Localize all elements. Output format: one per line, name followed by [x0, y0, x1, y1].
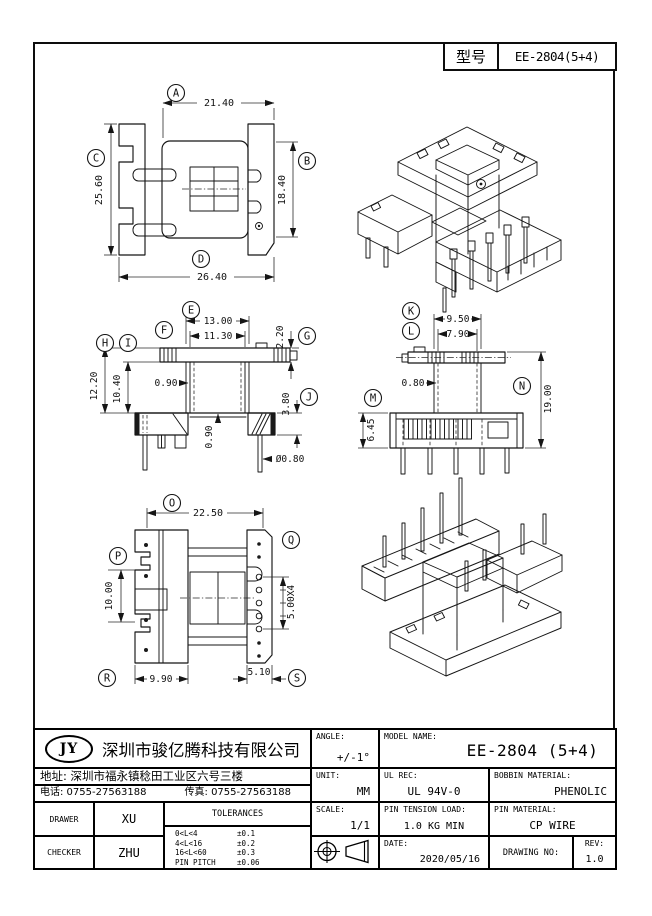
model-name-cell: MODEL NAME: EE-2804 (5+4): [380, 730, 615, 767]
dim-a: 21.40: [204, 98, 234, 109]
dim-e: 13.00: [204, 316, 233, 327]
svg-text:P: P: [115, 551, 121, 563]
svg-text:F: F: [161, 325, 167, 337]
balloon-k: K: [401, 301, 421, 321]
iso-view-lying: [361, 477, 563, 677]
dim-q: 5.00X4: [286, 585, 297, 620]
balloon-l: L: [401, 321, 421, 341]
phone-cell: 电话: 0755-27563188 传真: 0755-27563188: [35, 786, 310, 801]
drawing-no-cell: DRAWING NO:: [490, 837, 572, 868]
rev-cell: REV: 1.0: [574, 837, 615, 868]
dim-wall: 0.90: [155, 378, 178, 389]
dim-r: 9.90: [150, 674, 173, 685]
dim-i: 10.40: [112, 374, 123, 403]
dim-fwall: 0.80: [402, 378, 425, 389]
dim-l: 7.90: [447, 329, 470, 340]
pin-tension-cell: PIN TENSION LOAD:1.0 KG MIN: [380, 803, 488, 835]
model-number-label: 型号: [445, 44, 499, 69]
svg-text:C: C: [93, 153, 99, 165]
balloon-q: Q: [281, 530, 301, 550]
tolerances-body-cell: 0<L<4±0.1 4<L<16±0.2 16<L<60±0.3 PIN PIT…: [165, 827, 310, 868]
drawer-value-cell: XU: [95, 803, 163, 835]
svg-text:N: N: [519, 381, 525, 393]
ul-rec-cell: UL REC:UL 94V-0: [380, 769, 488, 801]
svg-text:Q: Q: [288, 535, 294, 547]
angle-cell: ANGLE:+/-1°: [312, 730, 378, 767]
company-logo: JY: [45, 734, 93, 763]
iso-view-standing: [357, 126, 562, 313]
balloon-e: E: [181, 300, 201, 320]
svg-text:A: A: [173, 88, 180, 100]
balloon-f: F: [154, 320, 174, 340]
title-block: JY 深圳市骏亿腾科技有限公司 地址: 深圳市福永镇稔田工业区六号三楼 电话: …: [33, 728, 617, 870]
balloon-s: S: [287, 668, 307, 688]
dim-f: 11.30: [204, 331, 233, 342]
model-name-value: EE-2804 (5+4): [466, 741, 599, 760]
top-view: 21.40 25.60 18.40 26.40 A B C D: [86, 83, 317, 283]
balloon-a: A: [166, 83, 186, 103]
balloon-p: P: [108, 546, 128, 566]
dim-n: 19.00: [543, 384, 554, 413]
svg-text:R: R: [104, 673, 111, 685]
balloon-n: N: [512, 376, 532, 396]
company-cell: JY 深圳市骏亿腾科技有限公司: [35, 730, 310, 767]
balloon-j: J: [299, 387, 319, 407]
balloon-d: D: [191, 249, 211, 269]
svg-text:K: K: [408, 306, 415, 318]
svg-text:J: J: [306, 392, 312, 404]
dim-h: 12.20: [89, 371, 100, 400]
dim-k: 9.50: [447, 314, 470, 325]
bobbin-material-cell: BOBBIN MATERIAL:PHENOLIC: [490, 769, 615, 801]
svg-text:G: G: [304, 331, 310, 343]
balloon-c: C: [86, 148, 106, 168]
checker-value-cell: ZHU: [95, 837, 163, 868]
drawing-views: 21.40 25.60 18.40 26.40 A B C D: [86, 83, 563, 688]
svg-text:I: I: [125, 338, 131, 350]
svg-text:E: E: [188, 305, 194, 317]
balloon-i: I: [118, 333, 138, 353]
dim-web: 0.90: [204, 425, 215, 448]
front-view: 9.50 7.90 0.80 6.45 19.00 K L M N: [358, 301, 554, 475]
phone: 电话: 0755-27563188: [40, 787, 147, 798]
scale-cell: SCALE:1/1: [312, 803, 378, 835]
balloon-h: H: [95, 333, 115, 353]
unit-cell: UNIT:MM: [312, 769, 378, 801]
dim-j: 3.80: [281, 392, 292, 415]
company-name: 深圳市骏亿腾科技有限公司: [102, 740, 300, 760]
balloon-g: G: [297, 326, 317, 346]
third-angle-projection-icon: [314, 839, 369, 864]
dim-d: 26.40: [197, 272, 227, 283]
fax: 传真: 0755-27563188: [184, 787, 292, 798]
model-number-box: 型号 EE-2804(5+4): [443, 42, 617, 71]
checker-label-cell: CHECKER: [35, 837, 93, 868]
svg-text:M: M: [370, 393, 376, 405]
date-cell: DATE:2020/05/16: [380, 837, 488, 868]
dim-o: 22.50: [193, 508, 223, 519]
svg-text:H: H: [102, 338, 108, 350]
balloon-m: M: [363, 388, 383, 408]
svg-text:D: D: [198, 254, 204, 266]
dim-c: 25.60: [94, 175, 105, 205]
address-cell: 地址: 深圳市福永镇稔田工业区六号三楼: [35, 769, 310, 784]
svg-text:O: O: [169, 498, 175, 510]
dim-pin: Ø0.80: [276, 454, 305, 465]
projection-symbol-cell: [312, 837, 378, 868]
balloon-b: B: [297, 151, 317, 171]
dim-s: 5.10: [248, 667, 271, 678]
dim-g: 2.20: [275, 325, 286, 348]
svg-text:B: B: [304, 156, 310, 168]
dim-p: 10.00: [104, 581, 115, 610]
tolerances-header-cell: TOLERANCES: [165, 803, 310, 825]
model-number-value: EE-2804(5+4): [514, 49, 600, 64]
svg-text:S: S: [294, 673, 300, 685]
drawer-label-cell: DRAWER: [35, 803, 93, 835]
pin-material-cell: PIN MATERIAL:CP WIRE: [490, 803, 615, 835]
dim-m: 6.45: [366, 419, 377, 442]
dim-b: 18.40: [277, 175, 288, 205]
side-view: 13.00 11.30 2.20 12.20 10.40 0.90 3.80 0…: [89, 300, 319, 473]
bottom-view: 22.50 10.00 5.00X4 9.90 5.10 O P Q R S: [97, 493, 307, 688]
balloon-o: O: [162, 493, 182, 513]
balloon-r: R: [97, 668, 117, 688]
svg-text:L: L: [408, 326, 414, 338]
